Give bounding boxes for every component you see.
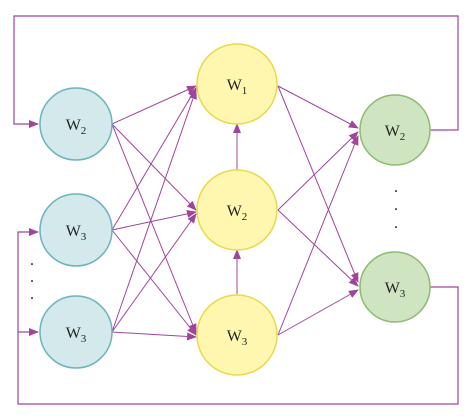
output-ellipsis: . . .: [394, 179, 398, 232]
hidden-node-middle: W2: [196, 169, 278, 251]
edge: [111, 331, 197, 341]
edge: [111, 209, 197, 231]
svg-text:.: .: [394, 179, 398, 196]
input-node-top: W2: [39, 87, 113, 161]
hidden-output-edges: [277, 85, 359, 336]
node-label: W1: [227, 77, 248, 97]
svg-text:.: .: [394, 197, 398, 214]
edge: [111, 85, 197, 125]
edge: [277, 135, 359, 336]
input-ellipsis: . . .: [30, 252, 34, 303]
svg-text:.: .: [394, 215, 398, 232]
svg-text:.: .: [30, 286, 34, 303]
node-label: W2: [227, 203, 248, 223]
hidden-node-top: W1: [196, 43, 278, 125]
edge: [111, 123, 197, 334]
node-label: W2: [385, 123, 406, 143]
node-label: W3: [66, 223, 87, 243]
node-label: W3: [385, 280, 406, 300]
edge: [111, 229, 197, 336]
input-hidden-edges: [111, 85, 197, 341]
edge: [111, 123, 197, 211]
node-label: W3: [227, 328, 248, 348]
edge: [277, 85, 359, 129]
edge: [277, 209, 359, 287]
edge: [277, 85, 359, 283]
edge: [277, 131, 359, 211]
input-node-bottom: W3: [39, 295, 113, 369]
node-label: W2: [66, 117, 87, 137]
edge: [277, 289, 359, 336]
hidden-node-bottom: W3: [196, 294, 278, 376]
edge: [111, 89, 197, 333]
feedback-loop-top: [13, 15, 459, 131]
svg-text:.: .: [30, 252, 34, 269]
edge: [111, 87, 197, 231]
feedback-loop-bottom: [17, 228, 459, 405]
output-node-bottom: W3: [359, 251, 431, 323]
svg-text:.: .: [30, 269, 34, 286]
input-node-middle: W3: [39, 193, 113, 267]
output-node-top: W2: [359, 94, 431, 166]
node-label: W3: [66, 325, 87, 345]
edge: [111, 213, 197, 333]
